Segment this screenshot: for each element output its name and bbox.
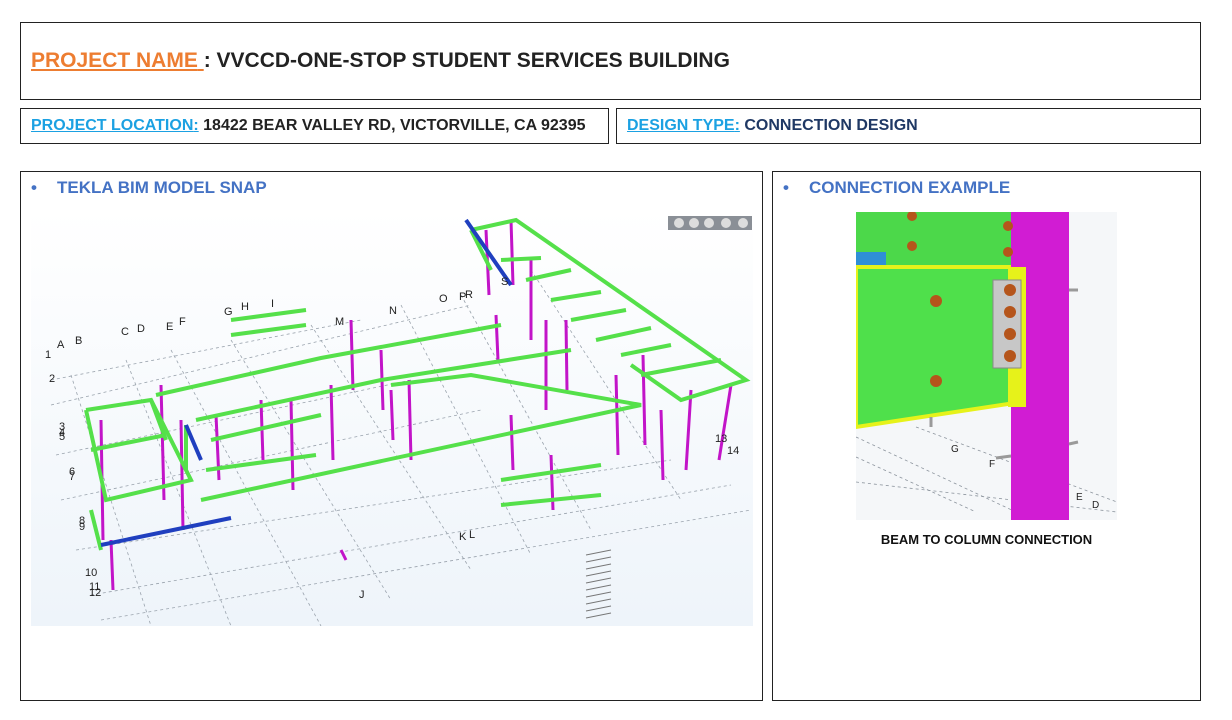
grid-label-7: 7 (69, 471, 75, 483)
blue-braces (100, 218, 513, 547)
design-type-line: DESIGN TYPE: CONNECTION DESIGN (627, 117, 918, 135)
bim-model-panel: • TEKLA BIM MODEL SNAP (20, 171, 763, 701)
grid-label-J: J (359, 589, 365, 601)
conn-grid-label-F: F (989, 459, 995, 470)
grid-label-9: 9 (79, 521, 85, 533)
design-type-value: CONNECTION DESIGN (739, 117, 918, 134)
conn-grid-label-G: G (951, 444, 959, 455)
viewer-toolbar[interactable] (668, 216, 752, 230)
project-location-label: PROJECT LOCATION (31, 117, 194, 134)
project-location-box: PROJECT LOCATION: 18422 BEAR VALLEY RD, … (20, 108, 609, 144)
project-location-line: PROJECT LOCATION: 18422 BEAR VALLEY RD, … (31, 117, 586, 135)
conn-grid-label-D: D (1092, 500, 1099, 511)
grid-label-K: K (459, 531, 467, 543)
bolts (907, 211, 1016, 387)
bolt-shanks (929, 288, 1079, 460)
connection-drawing: G F ED (854, 211, 1118, 520)
project-name-box: PROJECT NAME : VVCCD-ONE-STOP STUDENT SE… (20, 22, 1201, 100)
design-type-colon: : (734, 117, 740, 134)
project-location-colon: : (193, 117, 199, 134)
view-icon[interactable] (738, 218, 748, 228)
grid-label-C: C (121, 326, 129, 338)
connection-caption: BEAM TO COLUMN CONNECTION (880, 532, 1093, 547)
connection-panel-title-text: CONNECTION EXAMPLE (809, 178, 1011, 197)
bim-panel-title: • TEKLA BIM MODEL SNAP (31, 178, 267, 198)
grid-label-R: R (465, 289, 473, 301)
project-name-line: PROJECT NAME : VVCCD-ONE-STOP STUDENT SE… (31, 49, 730, 73)
bullet-icon: • (31, 178, 37, 197)
grid-label-M: M (335, 316, 344, 328)
stair-detail (585, 549, 612, 619)
grid-label-L: L (469, 529, 475, 541)
connection-grid-labels: G F ED (951, 444, 1099, 511)
steel-beams (84, 217, 751, 551)
zoom-icon[interactable] (721, 218, 731, 228)
project-location-value: 18422 BEAR VALLEY RD, VICTORVILLE, CA 92… (198, 117, 586, 134)
grid-label-3: 3 (59, 421, 65, 433)
grid-label-H: H (241, 301, 249, 313)
grid-label-F: F (179, 316, 186, 328)
grid-label-A: A (57, 339, 65, 351)
design-type-box: DESIGN TYPE: CONNECTION DESIGN (616, 108, 1201, 144)
grid-label-G: G (224, 306, 233, 318)
grid-label-D: D (137, 323, 145, 335)
grid-label-8: 8 (79, 515, 85, 527)
bim-panel-title-text: TEKLA BIM MODEL SNAP (57, 178, 267, 197)
grid-label-P: P (459, 291, 466, 303)
grid-label-S: S (501, 276, 508, 288)
project-name-value: VVCCD-ONE-STOP STUDENT SERVICES BUILDING (216, 49, 730, 72)
rotate-icon[interactable] (674, 218, 684, 228)
grid-lines (50, 269, 752, 627)
grid-label-E: E (166, 321, 173, 333)
move-icon[interactable] (704, 218, 714, 228)
grid-label-B: B (75, 335, 82, 347)
grid-label-12: 12 (89, 587, 101, 599)
grid-label-N: N (389, 305, 397, 317)
grid-label-14: 14 (727, 445, 739, 457)
grid-label-2: 2 (49, 373, 55, 385)
deck-edge (856, 252, 886, 267)
grid-label-4: 4 (59, 427, 65, 439)
grid-label-I: I (271, 298, 274, 310)
grid-label-5: 5 (59, 431, 65, 443)
grid-label-11: 11 (89, 581, 100, 593)
design-type-label: DESIGN TYPE (627, 117, 735, 134)
grid-label-1: 1 (45, 349, 51, 361)
grid-label-O: O (439, 293, 448, 305)
project-name-separator: : (203, 49, 217, 72)
connection-panel-title: • CONNECTION EXAMPLE (783, 178, 1010, 198)
conn-grid-label-E: E (1076, 492, 1083, 503)
grid-label-10: 10 (85, 567, 97, 579)
connection-example-panel: • CONNECTION EXAMPLE (772, 171, 1201, 701)
pan-icon[interactable] (689, 218, 699, 228)
connection-grid (855, 426, 1118, 513)
bullet-icon: • (783, 178, 789, 197)
project-name-label: PROJECT NAME (31, 49, 198, 72)
grid-label-13: 13 (715, 433, 727, 445)
grid-label-6: 6 (69, 466, 75, 478)
